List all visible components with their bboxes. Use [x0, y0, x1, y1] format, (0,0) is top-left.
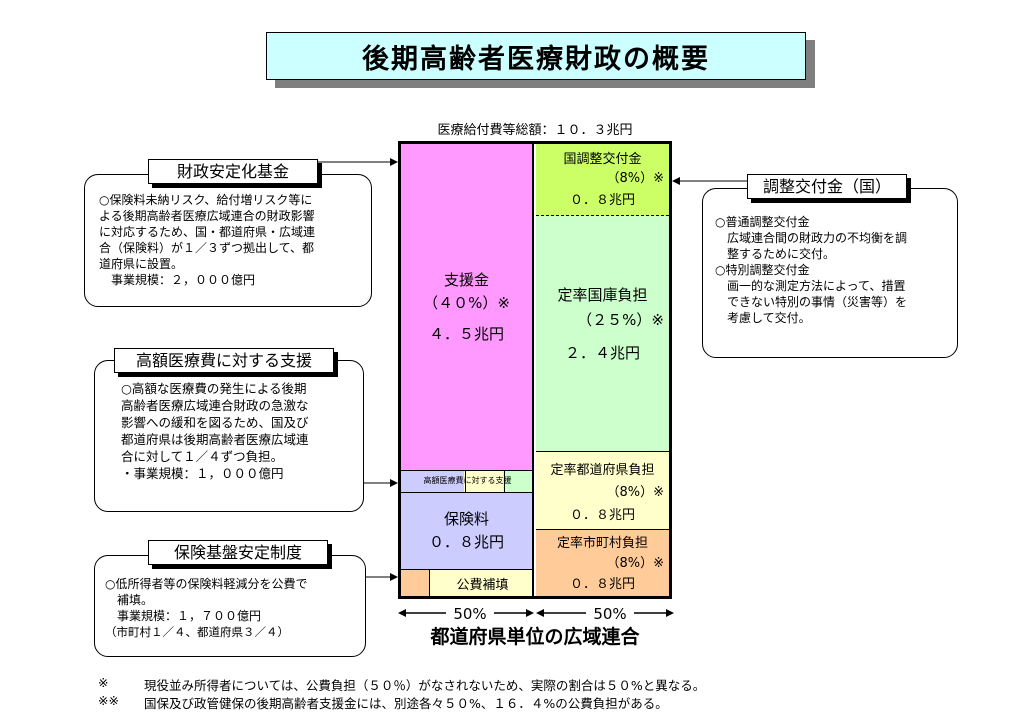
- grant-title: 調整交付金（国）: [747, 174, 907, 199]
- grant-panel: ○普通調整交付金 広域連合間の財政力の不均衡を調 整するために交付。 ○特別調整…: [702, 188, 958, 358]
- adjust-name: 国調整交付金: [563, 152, 642, 167]
- municipal-amount: ０．８兆円: [569, 577, 635, 592]
- fund-line: 事業規模：２，０００億円: [99, 273, 256, 287]
- fund-line: 合（保険料）が１／３ずつ拠出して、都: [99, 241, 315, 255]
- high-cost-line: ○高額な医療費の発生による後期: [121, 381, 307, 396]
- footnote-text-1: 現役並み所得者については、公費負担（５０％）がなされないため、実際の割合は５０%…: [144, 678, 706, 693]
- base-line: 補填。: [105, 593, 154, 607]
- support-name: 支援金: [443, 270, 489, 289]
- base-line: 事業規模：１，７００億円: [105, 609, 262, 623]
- grant-line: ○特別調整交付金: [715, 263, 810, 277]
- base-line: （市町村１／４、都道府県３／４）: [105, 625, 289, 639]
- support-amount: ４．５兆円: [428, 324, 504, 343]
- premium-amount: ０．８兆円: [428, 533, 504, 551]
- high-cost-title: 高額医療費に対する支援: [114, 348, 334, 373]
- fund-line: に対応するため、国・都道府県・広域連: [99, 225, 316, 239]
- fund-arrow: [318, 158, 398, 166]
- split-caption: 都道府県単位の広域連合: [430, 626, 640, 648]
- high-cost-strip-label: 高額医療費に対する支援: [423, 476, 512, 485]
- grant-line: ○普通調整交付金: [715, 215, 810, 229]
- public-subsidy-label: 公費補填: [456, 578, 509, 593]
- fund-line: 道府県に設置。: [99, 257, 184, 271]
- adjust-amount: ０．８兆円: [569, 193, 635, 208]
- grant-line: できない特別の事情（災害等）を: [715, 295, 908, 309]
- prefecture-pct: （8%）※: [606, 485, 664, 500]
- high-cost-strip: 高額医療費に対する支援: [401, 471, 534, 493]
- national-amount: ２．４兆円: [564, 344, 640, 362]
- high-cost-line: 合に対して１／４ずつ負担。: [121, 449, 284, 464]
- base-panel: ○低所得者等の保険料軽減分を公費で 補填。 事業規模：１，７００億円 （市町村１…: [94, 555, 366, 657]
- municipal-pct: （8%）※: [606, 556, 664, 571]
- total-label: 医療給付費等総額：１０．３兆円: [437, 123, 633, 138]
- national-pct: （２５%）※: [577, 311, 664, 329]
- high-cost-line: ・事業規模：１，０００億円: [121, 466, 284, 481]
- split-right-label: 50%: [586, 605, 634, 623]
- high-cost-line: 都道府県は後期高齢者医療広域連: [121, 432, 309, 447]
- split-arrows: [398, 609, 674, 617]
- grant-line: 考慮して交付。: [715, 311, 811, 325]
- footnote-mark-2: ※※: [98, 693, 119, 708]
- national-block: 定率国庫負担 （２５%）※ ２．４兆円: [536, 216, 669, 452]
- fund-panel: ○保険料未納リスク、給付増リスク等に よる後期高齢者医療広域連合の財政影響 に対…: [84, 174, 372, 307]
- prefecture-amount: ０．８兆円: [569, 508, 635, 523]
- base-arrow: [366, 573, 398, 581]
- grant-arrow: [672, 177, 748, 185]
- fund-line: よる後期高齢者医療広域連合の財政影響: [99, 209, 315, 223]
- high-cost-arrow: [364, 479, 398, 487]
- split-left-label: 50%: [446, 605, 494, 623]
- high-cost-line: 高齢者医療広域連合財政の急激な: [121, 398, 309, 413]
- municipal-name: 定率市町村負担: [556, 536, 648, 551]
- grant-line: 広域連合間の財政力の不均衡を調: [715, 231, 908, 245]
- premium-name: 保険料: [443, 510, 489, 528]
- municipal-block: 定率市町村負担 （8%）※ ０．８兆円: [536, 530, 669, 596]
- grant-line: 画一的な測定方法によって、措置: [715, 279, 906, 293]
- base-line: ○低所得者等の保険料軽減分を公費で: [105, 577, 308, 591]
- footnote-mark-1: ※: [98, 675, 109, 690]
- prefecture-name: 定率都道府県負担: [550, 463, 655, 478]
- page-title: 後期高齢者医療財政の概要: [266, 32, 806, 80]
- support-block: 支援金 （４０%）※ ４．５兆円: [401, 144, 534, 471]
- fund-title: 財政安定化基金: [148, 159, 318, 184]
- support-pct: （４０%）※: [423, 293, 510, 312]
- adjust-block: 国調整交付金 （8%）※ ０．８兆円: [536, 144, 669, 216]
- grant-line: 整するために交付。: [715, 247, 836, 261]
- footnote-text-2: 国保及び政管健保の後期高齢者支援金には、別途各々５０%、１６．４%の公費負担があ…: [144, 696, 668, 711]
- premium-block: 保険料 ０．８兆円: [401, 493, 534, 570]
- base-title: 保険基盤安定制度: [148, 540, 328, 565]
- chart-frame: [398, 141, 672, 599]
- high-cost-line: 影響への緩和を図るため、国及び: [121, 415, 309, 430]
- high-cost-panel: ○高額な医療費の発生による後期 高齢者医療広域連合財政の急激な 影響への緩和を図…: [94, 360, 364, 512]
- prefecture-block: 定率都道府県負担 （8%）※ ０．８兆円: [536, 452, 669, 530]
- public-subsidy-block: 公費補填: [401, 570, 534, 596]
- national-name: 定率国庫負担: [557, 286, 648, 304]
- adjust-pct: （8%）※: [606, 171, 664, 186]
- fund-line: ○保険料未納リスク、給付増リスク等に: [99, 193, 313, 207]
